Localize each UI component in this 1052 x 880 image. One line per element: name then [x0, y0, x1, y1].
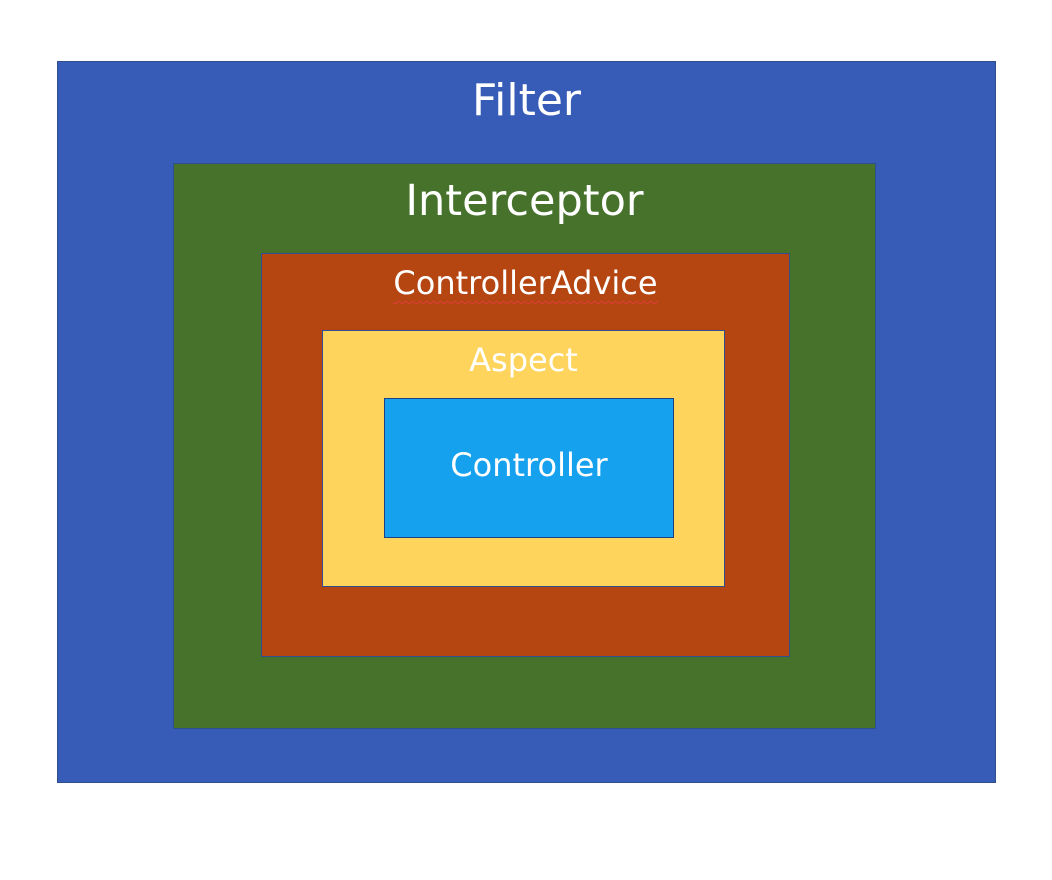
aspect-label: Aspect	[469, 341, 578, 379]
interceptor-label: Interceptor	[405, 176, 644, 226]
controller-advice-label: ControllerAdvice	[393, 264, 658, 302]
controller-label: Controller	[450, 446, 608, 484]
filter-label: Filter	[472, 75, 581, 126]
controller-layer: Controller	[384, 398, 674, 538]
controller-advice-label-wrap: ControllerAdvice	[262, 264, 789, 302]
